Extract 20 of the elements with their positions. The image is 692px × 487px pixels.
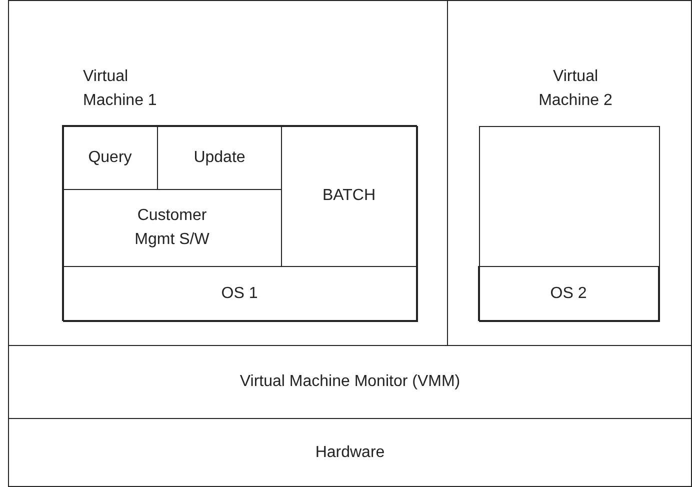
os-box: [62, 266, 417, 321]
box-label: Virtual Machine Monitor (VMM): [240, 372, 460, 392]
app-box: [62, 125, 158, 190]
panel-title: Virtual Machine 2: [538, 67, 614, 111]
box-label: Hardware: [315, 442, 385, 462]
software-stack-box: [62, 126, 418, 322]
machine-panel: [8, 0, 448, 346]
app-box: [281, 125, 417, 267]
box-label: Update: [194, 148, 246, 168]
box-label: OS 2: [550, 284, 587, 304]
os-box: [478, 266, 659, 321]
layer-box: [8, 345, 692, 419]
box-label: OS 1: [221, 284, 258, 304]
box-label: BATCH: [322, 186, 376, 206]
machine-panel: [447, 0, 692, 346]
software-stack-box: [478, 126, 660, 322]
layer-box: [8, 418, 692, 487]
box-label: Customer Mgmt S/W: [134, 206, 210, 250]
panel-title: Virtual Machine 1: [83, 67, 158, 111]
box-label: Query: [88, 148, 132, 168]
